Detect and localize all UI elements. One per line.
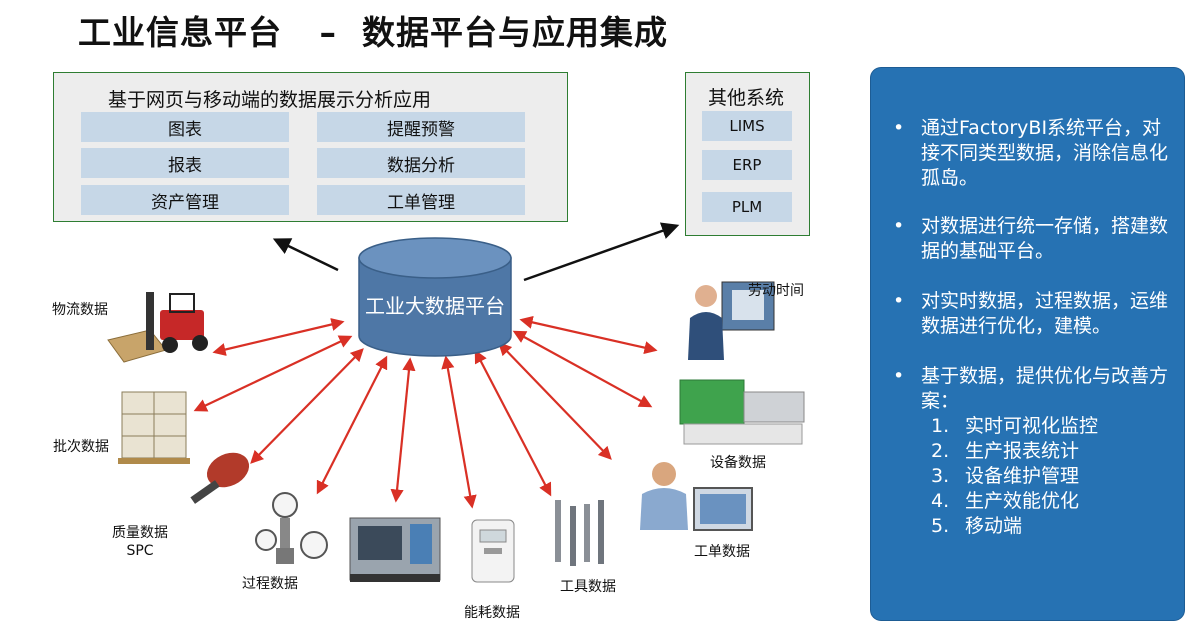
sub-item-text: 生产报表统计	[965, 440, 1080, 462]
sub-item-number: 5.	[931, 515, 950, 537]
sub-item-number: 4.	[931, 490, 950, 512]
panel-sub-item-5: 5. 移动端	[931, 514, 1022, 539]
arrow-labor	[519, 315, 658, 355]
system-item-lims: LIMS	[702, 111, 792, 141]
label-labor: 劳动时间	[748, 283, 804, 299]
label-quality-line2: SPC	[126, 543, 154, 559]
panel-sub-item-1: 1. 实时可视化监控	[931, 414, 1098, 439]
app-item-chart: 图表	[81, 112, 289, 142]
sub-item-text: 实时可视化监控	[965, 415, 1099, 437]
data-platform-label: 工业大数据平台	[365, 294, 505, 318]
sub-item-text: 移动端	[965, 515, 1023, 537]
label-batch: 批次数据	[53, 439, 109, 455]
app-item-report: 报表	[81, 148, 289, 178]
panel-sub-item-3: 3. 设备维护管理	[931, 464, 1079, 489]
label-quality-line1: 质量数据	[112, 525, 168, 541]
app-item-asset: 资产管理	[81, 185, 289, 215]
arrow-energy	[441, 355, 477, 509]
app-item-alert: 提醒预警	[317, 112, 525, 142]
arrow-logistics	[212, 318, 345, 356]
label-logistics: 物流数据	[52, 302, 108, 318]
label-work-order: 工单数据	[694, 544, 750, 560]
panel-bullet-2: • 对数据进行统一存储，搭建数据的基础平台。	[893, 214, 1173, 264]
label-energy: 能耗数据	[464, 605, 520, 621]
pallet-boxes-icon	[118, 391, 190, 464]
arrow-quality	[250, 348, 364, 464]
app-item-analysis: 数据分析	[317, 148, 525, 178]
arrow-machine	[390, 357, 416, 503]
arrow-equipment	[512, 330, 653, 408]
injection-machine-icon	[679, 379, 805, 445]
bullet-dot: •	[893, 290, 905, 312]
apps-box-title: 基于网页与移动端的数据展示分析应用	[108, 89, 432, 111]
bullet-text: 对实时数据，过程数据，运维数据进行优化，建模。	[921, 290, 1169, 337]
arrow-to-other-systems	[523, 222, 680, 282]
label-quality: 质量数据 SPC	[112, 524, 168, 560]
sub-item-number: 1.	[931, 415, 950, 437]
panel-sub-item-4: 4. 生产效能优化	[931, 489, 1079, 514]
panel-bullet-4: • 基于数据，提供优化与改善方案：	[893, 364, 1173, 414]
other-systems-title: 其他系统	[708, 87, 785, 109]
arrow-to-apps	[272, 238, 339, 272]
cnc-machine-icon	[349, 517, 441, 582]
cutting-tools-icon	[555, 500, 604, 566]
pressure-sensor-icon	[190, 452, 250, 504]
forklift-icon	[107, 292, 208, 363]
worker-machine-icon	[688, 281, 775, 360]
label-equipment: 设备数据	[710, 455, 766, 471]
bullet-dot: •	[893, 117, 905, 139]
bullet-text: 基于数据，提供优化与改善方案：	[921, 365, 1169, 412]
page-title: 工业信息平台 – 数据平台与应用集成	[78, 13, 668, 52]
sub-item-number: 3.	[931, 465, 950, 487]
label-tool: 工具数据	[560, 579, 616, 595]
database-cylinder-icon	[358, 237, 512, 357]
panel-sub-item-2: 2. 生产报表统计	[931, 439, 1079, 464]
bullet-dot: •	[893, 215, 905, 237]
sub-item-text: 设备维护管理	[965, 465, 1080, 487]
arrow-batch	[193, 335, 353, 412]
app-item-workorder: 工单管理	[317, 185, 525, 215]
pressure-gauges-icon	[255, 492, 328, 564]
bullet-text: 对数据进行统一存储，搭建数据的基础平台。	[921, 215, 1169, 262]
panel-bullet-3: • 对实时数据，过程数据，运维数据进行优化，建模。	[893, 289, 1173, 339]
other-systems-box: 其他系统 LIMS ERP PLM	[685, 72, 810, 236]
system-item-erp: ERP	[702, 150, 792, 180]
sub-item-text: 生产效能优化	[965, 490, 1080, 512]
energy-meter-icon	[471, 519, 515, 583]
label-process: 过程数据	[242, 576, 298, 592]
bullet-text: 通过FactoryBI系统平台，对接不同类型数据，消除信息化孤岛。	[921, 117, 1169, 189]
info-panel: • 通过FactoryBI系统平台，对接不同类型数据，消除信息化孤岛。 • 对数…	[871, 68, 1184, 620]
arrow-tool	[474, 349, 552, 497]
apps-box: 基于网页与移动端的数据展示分析应用 图表 提醒预警 报表 数据分析 资产管理 工…	[53, 72, 568, 222]
panel-bullet-1: • 通过FactoryBI系统平台，对接不同类型数据，消除信息化孤岛。	[893, 116, 1173, 191]
system-item-plm: PLM	[702, 192, 792, 222]
sub-item-number: 2.	[931, 440, 950, 462]
arrow-process	[316, 355, 388, 495]
bullet-dot: •	[893, 365, 905, 387]
worker-touchscreen-icon	[640, 462, 753, 531]
arrow-workorder	[498, 342, 612, 460]
